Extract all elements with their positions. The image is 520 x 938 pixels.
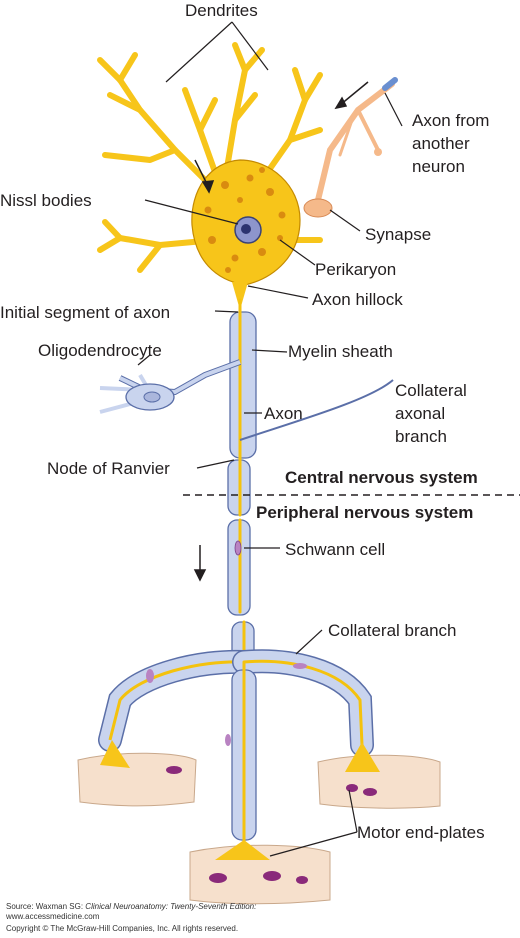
label-perikaryon: Perikaryon — [315, 260, 396, 279]
axon-hillock — [232, 282, 248, 310]
nucleolus — [241, 224, 251, 234]
label-myelin-sheath: Myelin sheath — [288, 342, 393, 361]
label-nissl-bodies: Nissl bodies — [0, 191, 92, 210]
muscle-left — [77, 740, 197, 807]
label-oligodendrocyte: Oligodendrocyte — [38, 341, 162, 360]
motor-branches — [98, 649, 374, 847]
label-collateral-axonal-2: axonal — [395, 404, 445, 423]
label-synapse: Synapse — [365, 225, 431, 244]
label-schwann-cell: Schwann cell — [285, 540, 385, 559]
label-motor-end-plates: Motor end-plates — [357, 823, 485, 842]
schwann-nucleus-1 — [234, 540, 242, 556]
label-axon-hillock: Axon hillock — [312, 290, 403, 309]
label-central-ns: Central nervous system — [285, 468, 478, 487]
muscle-bottom — [189, 840, 331, 905]
direction-arrows — [193, 81, 369, 582]
label-axon-from-1: Axon from — [412, 111, 489, 130]
oligodendrocyte-cell — [99, 359, 242, 414]
leader-lines — [137, 21, 403, 857]
label-node-of-ranvier: Node of Ranvier — [47, 459, 170, 478]
label-dendrites: Dendrites — [185, 1, 258, 20]
nissl-bodies — [204, 167, 286, 273]
source-citation: Source: Waxman SG: Clinical Neuroanatomy… — [6, 902, 256, 912]
other-neuron-axon — [315, 77, 398, 203]
synapse-bouton — [303, 198, 333, 218]
copyright-notice: Copyright © The McGraw-Hill Companies, I… — [6, 924, 239, 933]
label-peripheral-ns: Peripheral nervous system — [256, 503, 473, 522]
myelin-segment-cns — [229, 311, 257, 459]
source-prefix: Source: Waxman SG: — [6, 902, 86, 911]
label-axon-from-2: another — [412, 134, 470, 153]
source-title: Clinical Neuroanatomy: Twenty-Seventh Ed… — [85, 902, 257, 911]
source-url: www.accessmedicine.com — [6, 912, 100, 921]
collateral-axonal-branch — [239, 379, 394, 441]
label-axon-from-3: neuron — [412, 157, 465, 176]
label-collateral-branch: Collateral branch — [328, 621, 457, 640]
label-collateral-axonal-3: branch — [395, 427, 447, 446]
label-axon: Axon — [264, 404, 303, 423]
label-collateral-axonal-1: Collateral — [395, 381, 467, 400]
label-initial-segment: Initial segment of axon — [0, 303, 170, 322]
muscle-right — [317, 742, 441, 809]
